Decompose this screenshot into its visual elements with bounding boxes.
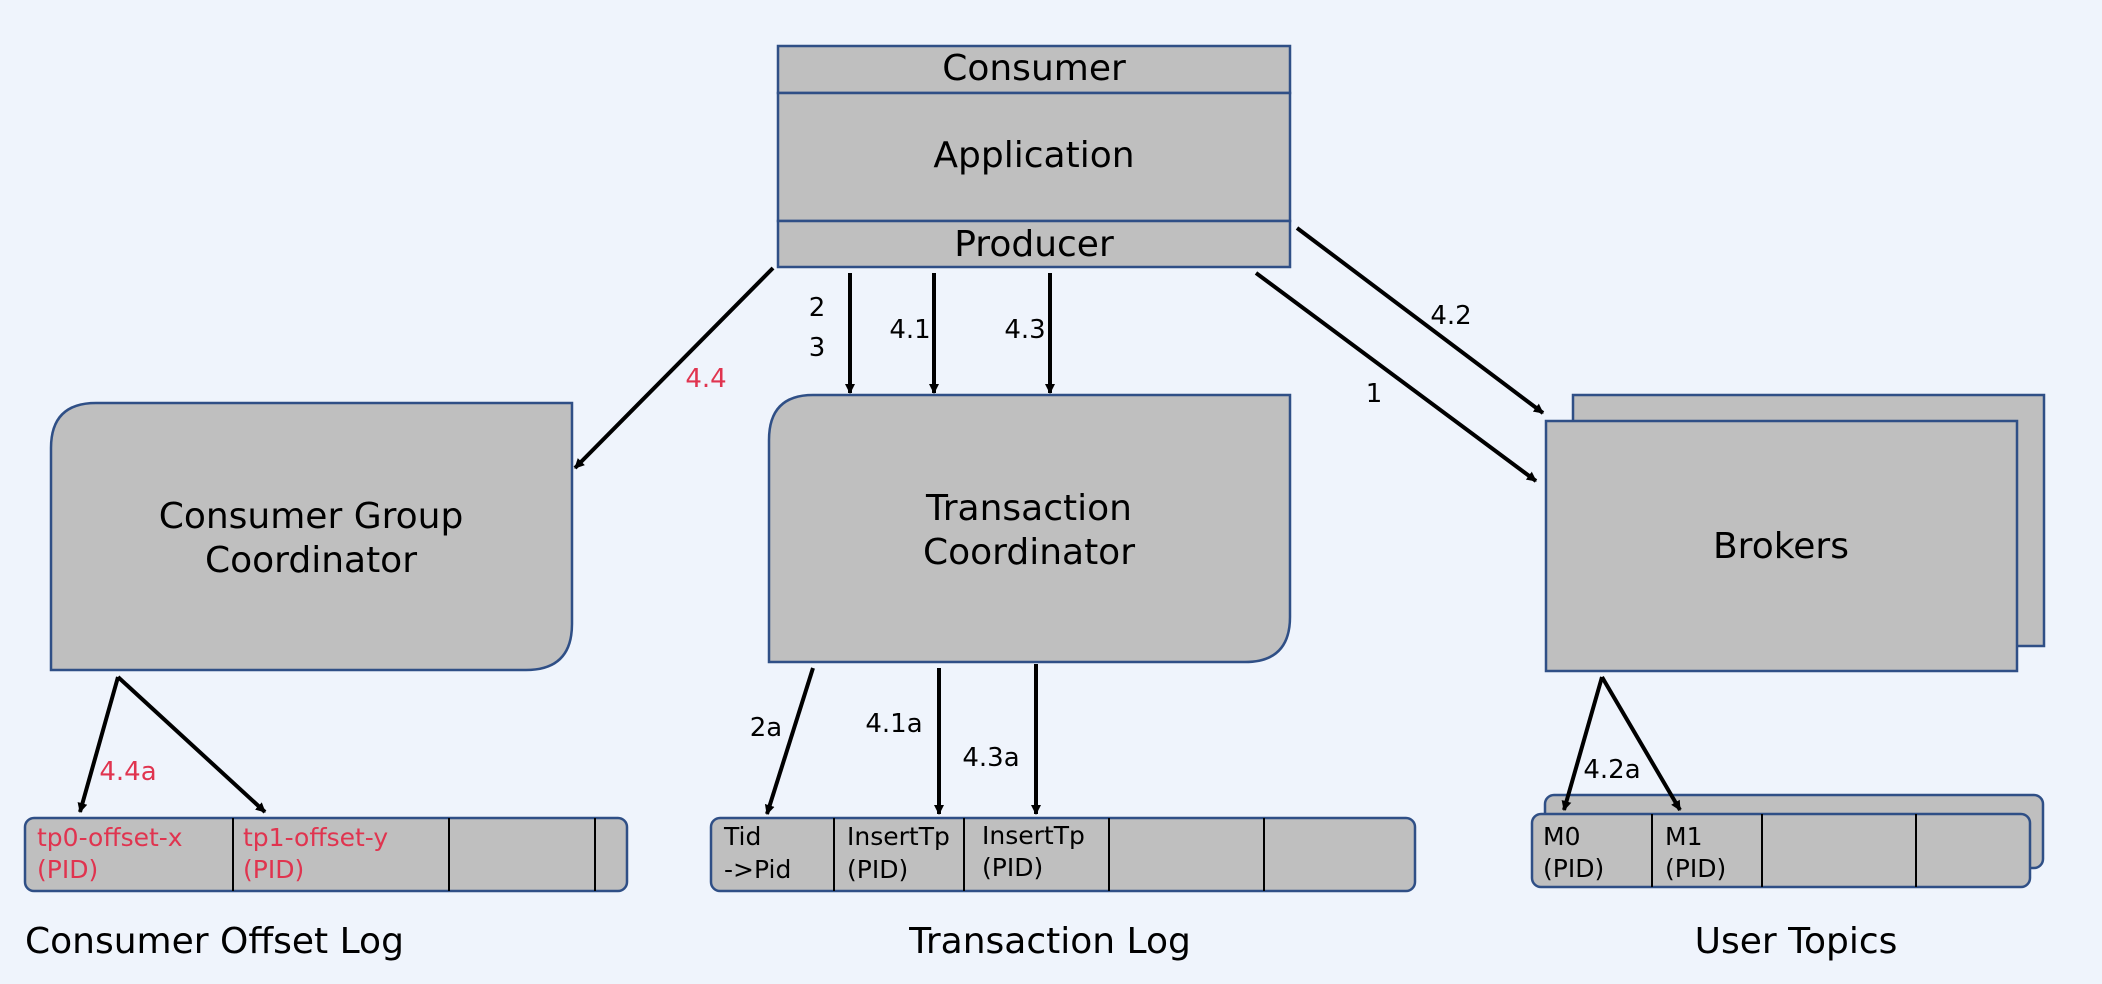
arrow-producer-to-consumer-group-coordinator: [573, 266, 775, 470]
offset-cell-1-line2: (PID): [243, 855, 304, 884]
arrow-label-3: 3: [809, 333, 826, 363]
user-topics-bar: [1530, 812, 2032, 889]
arrow-label-4-3: 4.3: [1004, 315, 1045, 345]
topic-cell-0-line2: (PID): [1543, 854, 1604, 883]
arrow-producer-to-brokers-1: [1254, 271, 1538, 483]
consumer-offset-log: tp0-offset-x (PID) tp1-offset-y (PID) Co…: [23, 816, 629, 962]
arrow-label-4-2a: 4.2a: [1583, 755, 1640, 785]
arrow-label-1: 1: [1366, 379, 1383, 409]
user-topics: M0 (PID) M1 (PID) User Topics: [1530, 793, 2045, 962]
arrow-label-2: 2: [809, 293, 826, 323]
topic-cell-1-line1: M1: [1665, 822, 1702, 851]
arrow-label-4-1a: 4.1a: [865, 709, 922, 739]
arrow-consumer-group-to-offset-x: [77, 676, 120, 813]
offset-cell-0-line2: (PID): [37, 855, 98, 884]
transaction-coordinator-line2: Coordinator: [923, 532, 1135, 573]
consumer-group-coordinator: Consumer Group Coordinator: [49, 401, 574, 672]
txlog-cell-0-line1: Tid: [723, 822, 761, 851]
arrow-label-4-1: 4.1: [889, 315, 930, 345]
transaction-coordinator-line1: Transaction: [925, 488, 1132, 529]
arrows: [77, 226, 1682, 815]
consumer-group-coordinator-line2: Coordinator: [205, 540, 417, 581]
txlog-cell-2-line2: (PID): [982, 853, 1043, 882]
consumer-group-coordinator-box: [49, 401, 574, 672]
arrow-consumer-group-to-offset-y: [116, 675, 267, 814]
producer-label: Producer: [954, 224, 1114, 265]
arrow-label-4-2: 4.2: [1430, 301, 1471, 331]
arrow-brokers-to-m1: [1600, 675, 1682, 812]
arrow-labels: 2 3 4.1 4.3 4.2 1 4.4 2a 4.1a 4.3a 4.4a …: [99, 293, 1640, 787]
transaction-log-bar: [709, 816, 1417, 893]
offset-cell-1-line1: tp1-offset-y: [243, 823, 388, 852]
txlog-cell-2-line1: InsertTp: [982, 821, 1085, 850]
consumer-group-coordinator-line1: Consumer Group: [159, 496, 464, 537]
consumer-offset-log-bar: [23, 816, 629, 893]
application-box: [776, 91, 1292, 223]
arrow-label-4-4a: 4.4a: [99, 757, 156, 787]
topic-cell-0-line1: M0: [1543, 822, 1580, 851]
consumer-label: Consumer: [942, 48, 1126, 89]
consumer-box: [776, 44, 1292, 95]
arrow-label-4-3a: 4.3a: [962, 743, 1019, 773]
transaction-log-title: Transaction Log: [908, 921, 1191, 962]
txlog-cell-1-line1: InsertTp: [847, 822, 950, 851]
arrow-label-2a: 2a: [750, 713, 782, 743]
topic-cell-1-line2: (PID): [1665, 854, 1726, 883]
transaction-log: Tid ->Pid InsertTp (PID) InsertTp (PID) …: [709, 816, 1417, 962]
brokers: Brokers: [1544, 393, 2046, 673]
transaction-coordinator-box: [767, 393, 1292, 664]
txlog-cell-0-line2: ->Pid: [724, 855, 791, 884]
consumer-offset-log-title: Consumer Offset Log: [25, 921, 404, 962]
arrow-producer-to-brokers-4-2: [1295, 226, 1545, 415]
user-topics-title: User Topics: [1695, 921, 1898, 962]
brokers-label: Brokers: [1713, 526, 1849, 567]
transaction-coordinator: Transaction Coordinator: [767, 393, 1292, 664]
producer-box: [776, 219, 1292, 269]
arrow-brokers-to-m0: [1561, 676, 1604, 811]
arrow-transaction-coordinator-to-tid: [764, 667, 815, 815]
offset-cell-0-line1: tp0-offset-x: [37, 823, 183, 852]
application-stack: Consumer Application Producer: [776, 44, 1292, 269]
application-label: Application: [933, 135, 1134, 176]
txlog-cell-1-line2: (PID): [847, 855, 908, 884]
arrow-label-4-4: 4.4: [685, 364, 726, 394]
brokers-front-box: [1544, 419, 2019, 673]
